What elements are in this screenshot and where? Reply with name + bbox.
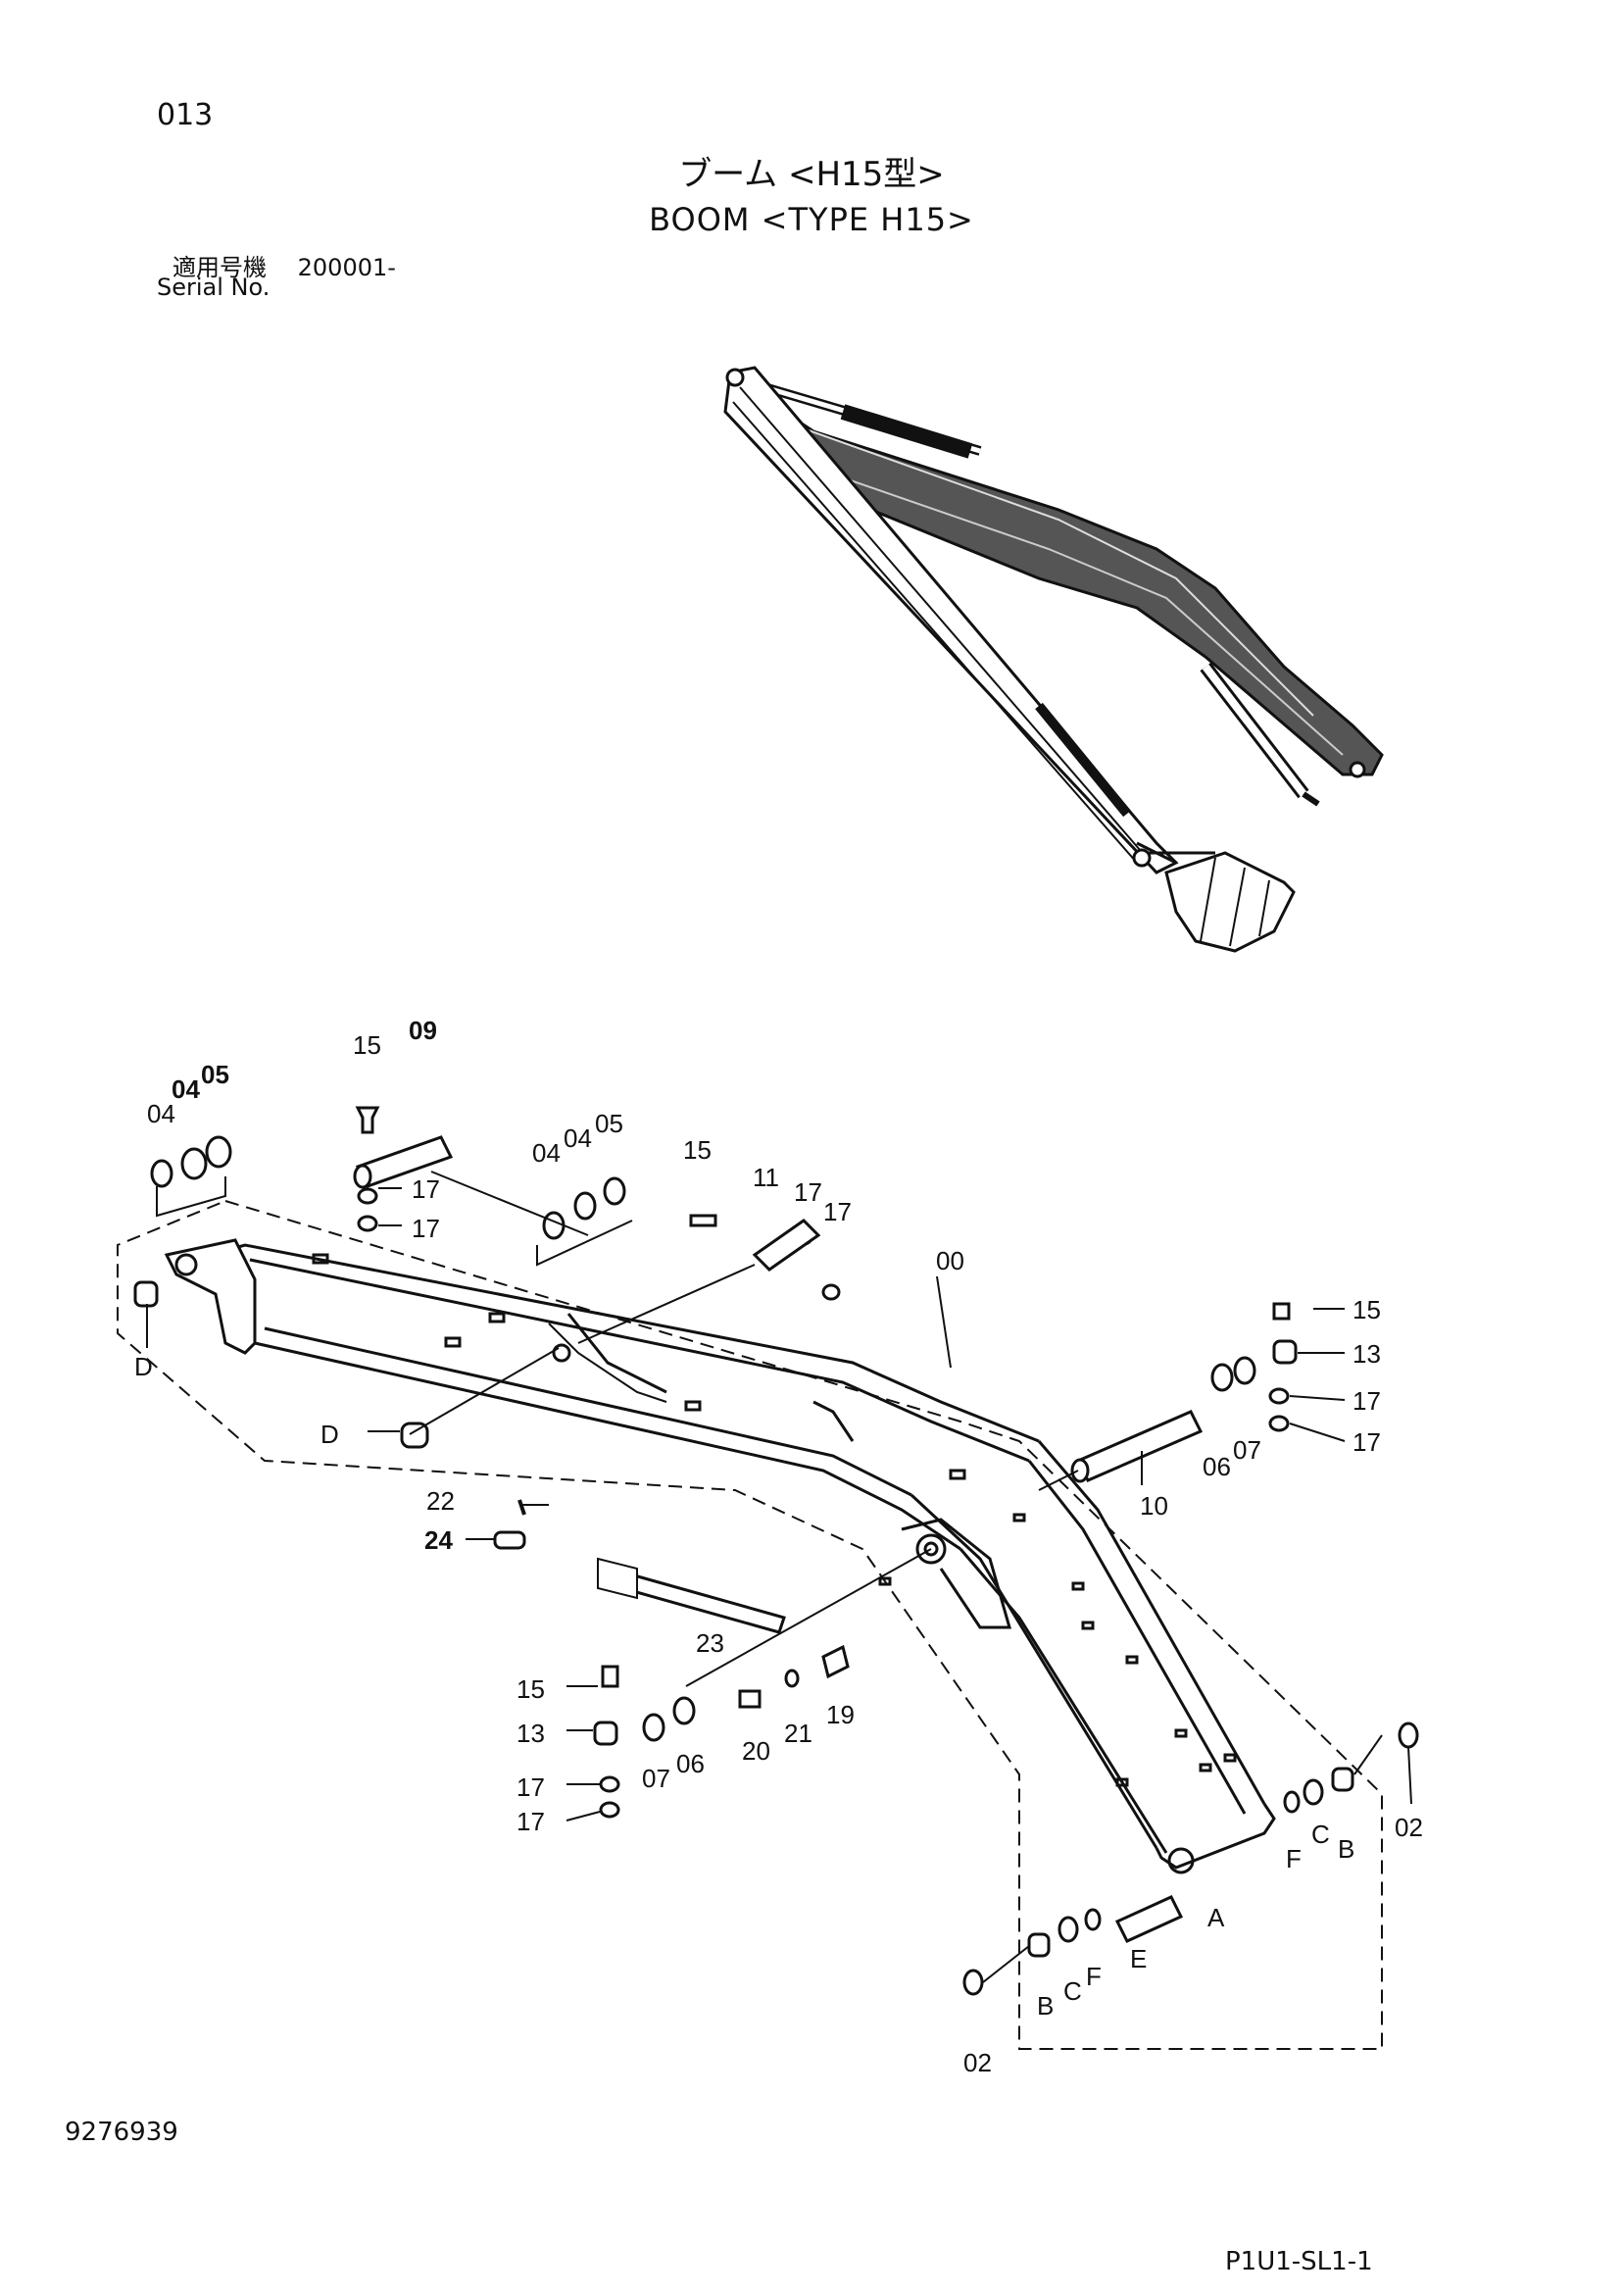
- callout-02-right: 02: [1395, 1813, 1423, 1842]
- callout-20: 20: [742, 1736, 770, 1766]
- callout-B: B: [1037, 1991, 1054, 2021]
- callout-17: 17: [412, 1174, 440, 1204]
- callout-17: 17: [516, 1772, 545, 1802]
- callout-09: 09: [409, 1016, 437, 1045]
- callout-06: 06: [1203, 1452, 1231, 1481]
- assembly-boundary-dashed: [117, 1199, 1383, 2050]
- page-reference: P1U1-SL1-1: [1225, 2247, 1373, 2276]
- callout-22: 22: [426, 1486, 455, 1516]
- callout-C: C: [1311, 1820, 1330, 1849]
- callout-04: 04: [532, 1138, 561, 1168]
- callout-15: 15: [1352, 1295, 1381, 1324]
- title-english: BOOM <TYPE H15>: [649, 201, 974, 238]
- callout-B: B: [1338, 1834, 1354, 1864]
- boom-main-body: [164, 1238, 1276, 1874]
- serial-value: 200001-: [297, 254, 396, 281]
- callout-C: C: [1063, 1976, 1082, 2006]
- callout-21: 21: [784, 1719, 812, 1748]
- boom-overview-illustration: [723, 366, 1384, 953]
- callout-17: 17: [1352, 1427, 1381, 1457]
- callout-D: D: [320, 1420, 339, 1449]
- callout-04: 04: [147, 1099, 175, 1128]
- serial-label-ja-text: 適用号機: [172, 254, 267, 281]
- callout-07: 07: [1233, 1435, 1261, 1465]
- callout-07: 07: [642, 1764, 670, 1793]
- callout-00: 00: [936, 1246, 964, 1275]
- callout-17: 17: [1352, 1386, 1381, 1416]
- callout-A: A: [1207, 1903, 1225, 1932]
- callout-02-bottom: 02: [963, 2048, 992, 2077]
- callout-13: 13: [1352, 1339, 1381, 1369]
- serial-label-japanese: 適用号機 200001-: [172, 248, 396, 282]
- callout-15: 15: [516, 1674, 545, 1704]
- page-number: 013: [157, 98, 214, 132]
- serial-label-english: Serial No.: [157, 274, 270, 301]
- callout-15: 15: [353, 1030, 381, 1060]
- callout-E: E: [1130, 1944, 1147, 1973]
- callout-17: 17: [823, 1197, 852, 1226]
- callout-15: 15: [683, 1135, 712, 1165]
- callout-19: 19: [826, 1700, 855, 1729]
- callout-04: 04: [172, 1074, 200, 1104]
- callout-24: 24: [424, 1525, 453, 1555]
- callout-17: 17: [412, 1214, 440, 1243]
- callout-11: 11: [753, 1163, 779, 1192]
- callout-05: 05: [201, 1060, 229, 1089]
- callout-23: 23: [696, 1628, 724, 1658]
- leader-lines: [146, 1171, 1412, 1983]
- document-code: 9276939: [65, 2118, 178, 2147]
- callout-06: 06: [676, 1749, 705, 1778]
- callout-F: F: [1286, 1844, 1302, 1873]
- callout-F: F: [1086, 1962, 1102, 1991]
- callout-17: 17: [794, 1177, 822, 1207]
- callout-D: D: [134, 1352, 153, 1381]
- callout-labels: 00 02 02 04 04 05 04 04 05 06 07 06 07 0…: [134, 1016, 1423, 2077]
- title-japanese: ブーム <H15型>: [678, 155, 945, 194]
- callout-17: 17: [516, 1807, 545, 1836]
- callout-10: 10: [1140, 1491, 1168, 1521]
- callout-05: 05: [595, 1109, 623, 1138]
- callout-04: 04: [564, 1123, 592, 1153]
- callout-13: 13: [516, 1719, 545, 1748]
- exploded-parts: [133, 1106, 1419, 1996]
